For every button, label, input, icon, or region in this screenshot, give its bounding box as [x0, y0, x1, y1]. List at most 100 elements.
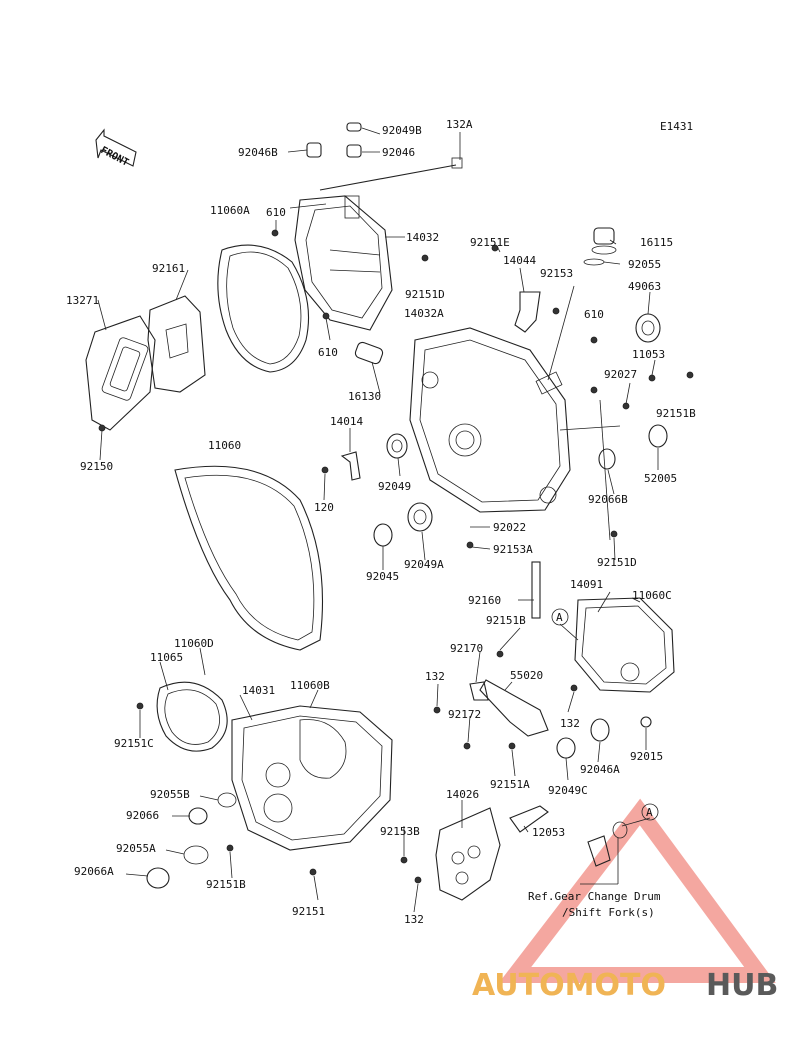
watermark-logo: AUTOMOTO HUB [472, 798, 778, 1003]
part-label: 11053 [632, 348, 665, 361]
plate-14014-drawing [340, 451, 361, 481]
part-label: 92151B [486, 614, 526, 627]
washer-92049b-drawing [346, 122, 362, 132]
o-ring-92055a-drawing [183, 845, 209, 865]
part-label: 14031 [242, 684, 275, 697]
part-label: 92151E [470, 236, 510, 249]
cover-14031-drawing [231, 705, 393, 851]
part-label: 92153 [540, 267, 573, 280]
watermark-text-part2: HUB [706, 968, 778, 1003]
part-label: 14032A [404, 307, 444, 320]
part-label: 49063 [628, 280, 661, 293]
part-label: 92045 [366, 570, 399, 583]
gasket-11060-drawing [174, 465, 324, 651]
seal-92049-drawing [386, 433, 408, 459]
part-label: 120 [314, 501, 334, 514]
seal-52005-drawing [648, 424, 668, 448]
guide-plate-drawing [147, 295, 206, 393]
front-arrow-icon: FRONT [95, 128, 137, 169]
part-label: 132 [560, 717, 580, 730]
part-label: 11060B [290, 679, 330, 692]
part-label: 92160 [468, 594, 501, 607]
part-label: 16130 [348, 390, 381, 403]
part-label: 92027 [604, 368, 637, 381]
part-label: 92151D [405, 288, 445, 301]
part-label: 92046B [238, 146, 278, 159]
part-label: 12053 [532, 826, 565, 839]
part-label: 92151A [490, 778, 530, 791]
part-label: 92015 [630, 750, 663, 763]
bracket-12053-drawing [509, 805, 549, 833]
clip-92170-drawing [469, 681, 489, 701]
part-label: 14032 [406, 231, 439, 244]
part-label: 610 [266, 206, 286, 219]
part-label: 14044 [503, 254, 536, 267]
part-labels: 92049B 132A 92046B 92046 11060A 610 1403… [66, 118, 696, 926]
part-label: 132 [404, 913, 424, 926]
cover-14026-drawing [435, 807, 501, 901]
part-label: 14026 [446, 788, 479, 801]
ref-marker-a-top-label: A [556, 611, 563, 624]
part-label: 92151B [656, 407, 696, 420]
bearing-92045-drawing [373, 523, 393, 547]
seal-92049a-drawing [407, 502, 433, 532]
part-label: 11060C [632, 589, 672, 602]
part-label: 11060D [174, 637, 214, 650]
plug-92066-drawing [188, 807, 208, 825]
part-label: 92151C [114, 737, 154, 750]
part-label: 92055 [628, 258, 661, 271]
nut-92015-drawing [640, 716, 652, 728]
part-label: 11065 [150, 651, 183, 664]
seal-49063-drawing [635, 313, 661, 343]
part-label: 13271 [66, 294, 99, 307]
gasket-11060a-drawing [217, 244, 310, 373]
part-label: 14014 [330, 415, 363, 428]
o-ring-92055-drawing [583, 258, 605, 266]
cover-14091-drawing [574, 597, 675, 693]
part-label: 14091 [570, 578, 603, 591]
front-label: FRONT [99, 145, 131, 169]
bracket-14044-drawing [514, 291, 541, 333]
part-label: 92055B [150, 788, 190, 801]
part-label: 92161 [152, 262, 185, 275]
ref-marker-a-bottom: A [641, 803, 659, 821]
part-label: 92049B [382, 124, 422, 137]
bushing-92046b-drawing [306, 142, 322, 158]
o-ring-92055b-drawing [217, 792, 237, 808]
part-label: 92022 [493, 521, 526, 534]
pipe-92160-drawing [531, 561, 541, 619]
oil-filler-cap-drawing [591, 227, 617, 255]
part-label: 92153B [380, 825, 420, 838]
part-label: 11060 [208, 439, 241, 452]
diagram-code: E1431 [660, 120, 693, 133]
shield-plate-drawing [85, 315, 156, 432]
ref-note-line2: /Shift Fork(s) [562, 906, 655, 919]
part-label: 92055A [116, 842, 156, 855]
cover-14032a-drawing [409, 327, 571, 513]
part-label: 55020 [510, 669, 543, 682]
bushing-92046-drawing [346, 144, 362, 158]
seal-92049c-drawing [556, 737, 576, 759]
bolt-132a-drawing [319, 164, 457, 191]
part-label: 11060A [210, 204, 250, 217]
part-label: 132 [425, 670, 445, 683]
cover-14032-drawing [294, 195, 393, 331]
part-label: 92172 [448, 708, 481, 721]
ref-note-line1: Ref.Gear Change Drum [528, 890, 661, 903]
watermark-text-part1: AUTOMOTO [472, 968, 666, 1003]
sleeve-16130-drawing [354, 341, 384, 365]
watermark-triangle [498, 798, 776, 983]
part-label: 92049C [548, 784, 588, 797]
part-label: 132A [446, 118, 473, 131]
part-label: 92046 [382, 146, 415, 159]
ring-92066b-drawing [598, 448, 616, 470]
part-label: 92150 [80, 460, 113, 473]
plug-92066a-drawing [146, 867, 170, 889]
part-label: 92049A [404, 558, 444, 571]
bolts-group [136, 229, 694, 884]
ref-marker-a-bottom-label: A [646, 806, 653, 819]
leader-lines [97, 127, 659, 913]
part-label: 92066B [588, 493, 628, 506]
